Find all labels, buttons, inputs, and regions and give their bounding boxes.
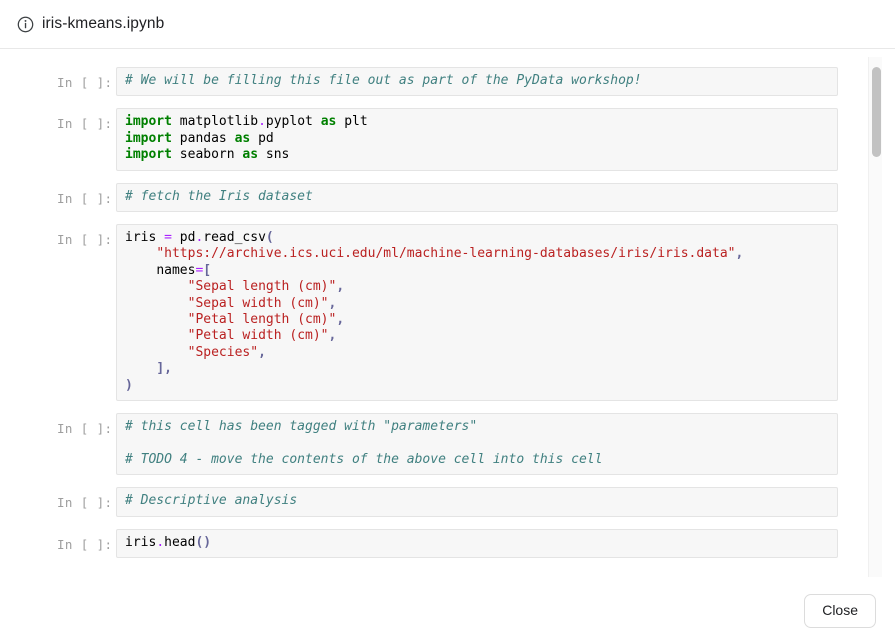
notebook-cell[interactable]: In [ ]: iris.head() xyxy=(0,528,860,559)
cell-input-area[interactable]: # fetch the Iris dataset xyxy=(116,182,838,213)
close-button[interactable]: Close xyxy=(804,594,876,628)
notebook-cell[interactable]: In [ ]: # We will be filling this file o… xyxy=(0,67,860,97)
vertical-scrollbar-track[interactable] xyxy=(868,57,882,577)
cell-input-area[interactable]: # We will be filling this file out as pa… xyxy=(116,67,838,97)
cell-input-area[interactable]: iris = pd.read_csv( "https://archive.ics… xyxy=(116,224,838,402)
notebook-cell-list: In [ ]: # We will be filling this file o… xyxy=(0,49,860,570)
cell-prompt: In [ ]: xyxy=(57,116,113,132)
notebook-cell[interactable]: In [ ]: # fetch the Iris dataset xyxy=(0,182,860,213)
titlebar: iris-kmeans.ipynb xyxy=(0,0,895,49)
page-title: iris-kmeans.ipynb xyxy=(42,15,165,32)
cell-source[interactable]: # Descriptive analysis xyxy=(125,493,298,509)
cell-prompt: In [ ]: xyxy=(57,495,113,511)
dialog-footer: Close xyxy=(0,579,895,643)
cell-prompt: In [ ]: xyxy=(57,421,113,437)
notebook-cell[interactable]: In [ ]: # this cell has been tagged with… xyxy=(0,413,860,476)
notebook-scroll-area[interactable]: In [ ]: # We will be filling this file o… xyxy=(0,49,895,579)
notebook-cell[interactable]: In [ ]: # Descriptive analysis xyxy=(0,487,860,517)
cell-input-area[interactable]: # this cell has been tagged with "parame… xyxy=(116,413,838,476)
cell-prompt: In [ ]: xyxy=(57,536,113,552)
cell-source[interactable]: iris.head() xyxy=(125,534,212,550)
cell-input-area[interactable]: iris.head() xyxy=(116,528,838,559)
cell-source[interactable]: # We will be filling this file out as pa… xyxy=(125,73,642,88)
cell-prompt: In [ ]: xyxy=(57,75,113,90)
notebook-cell[interactable]: In [ ]: import matplotlib.pyplot as plt … xyxy=(0,108,860,171)
cell-prompt: In [ ]: xyxy=(57,190,113,206)
cell-source[interactable]: # fetch the Iris dataset xyxy=(125,188,313,204)
cell-input-area[interactable]: # Descriptive analysis xyxy=(116,487,838,517)
cell-source[interactable]: iris = pd.read_csv( "https://archive.ics… xyxy=(125,230,744,393)
vertical-scrollbar-thumb[interactable] xyxy=(872,67,881,157)
cell-prompt: In [ ]: xyxy=(57,232,113,248)
cell-source[interactable]: import matplotlib.pyplot as plt import p… xyxy=(125,114,368,163)
cell-input-area[interactable]: import matplotlib.pyplot as plt import p… xyxy=(116,108,838,171)
info-circle-icon xyxy=(17,16,34,33)
notebook-cell[interactable]: In [ ]: iris = pd.read_csv( "https://arc… xyxy=(0,224,860,402)
cell-source[interactable]: # this cell has been tagged with "parame… xyxy=(125,419,603,467)
